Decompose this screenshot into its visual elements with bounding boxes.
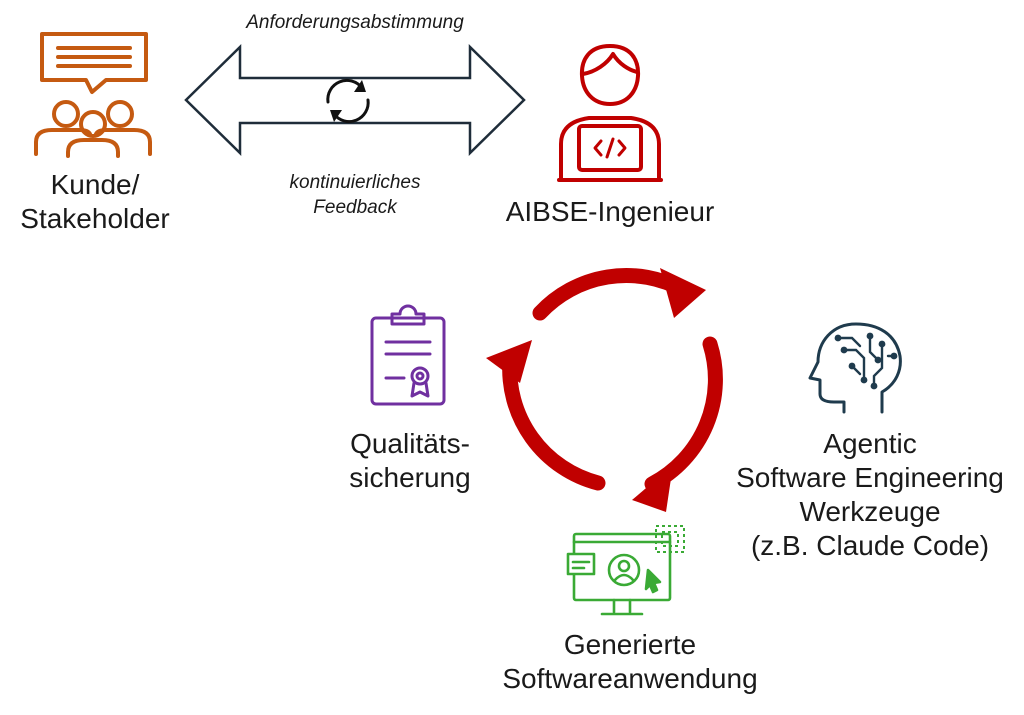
tools-label-line2: Software Engineering: [736, 462, 1004, 493]
app-label-line1: Generierte: [563, 629, 697, 660]
exchange-bottom-label-line1: kontinuierliches: [289, 172, 421, 193]
exchange-bottom-label-line2: Feedback: [313, 197, 397, 218]
customer-group-speech-icon: [34, 32, 152, 158]
tools-label-line4: (z.B. Claude Code): [750, 530, 990, 561]
monitor-app-user-icon: [566, 525, 685, 616]
sync-icon: [326, 78, 370, 124]
customer-label-line1: Kunde/: [50, 169, 140, 200]
engineer-label: AIBSE-Ingenieur: [505, 196, 715, 227]
clipboard-certificate-icon: [370, 304, 446, 406]
quality-label-line1: Qualitäts-: [350, 428, 470, 459]
ai-head-circuit-icon: [808, 322, 902, 414]
tools-label-line1: Agentic: [823, 428, 917, 459]
quality-label-line2: sicherung: [349, 462, 471, 493]
customer-label-line2: Stakeholder: [20, 203, 170, 234]
app-label-line2: Softwareanwendung: [502, 663, 758, 694]
developer-laptop-icon: [557, 44, 663, 182]
exchange-top-label: Anforderungsabstimmung: [246, 12, 464, 33]
tools-label-line3: Werkzeuge: [799, 496, 941, 527]
